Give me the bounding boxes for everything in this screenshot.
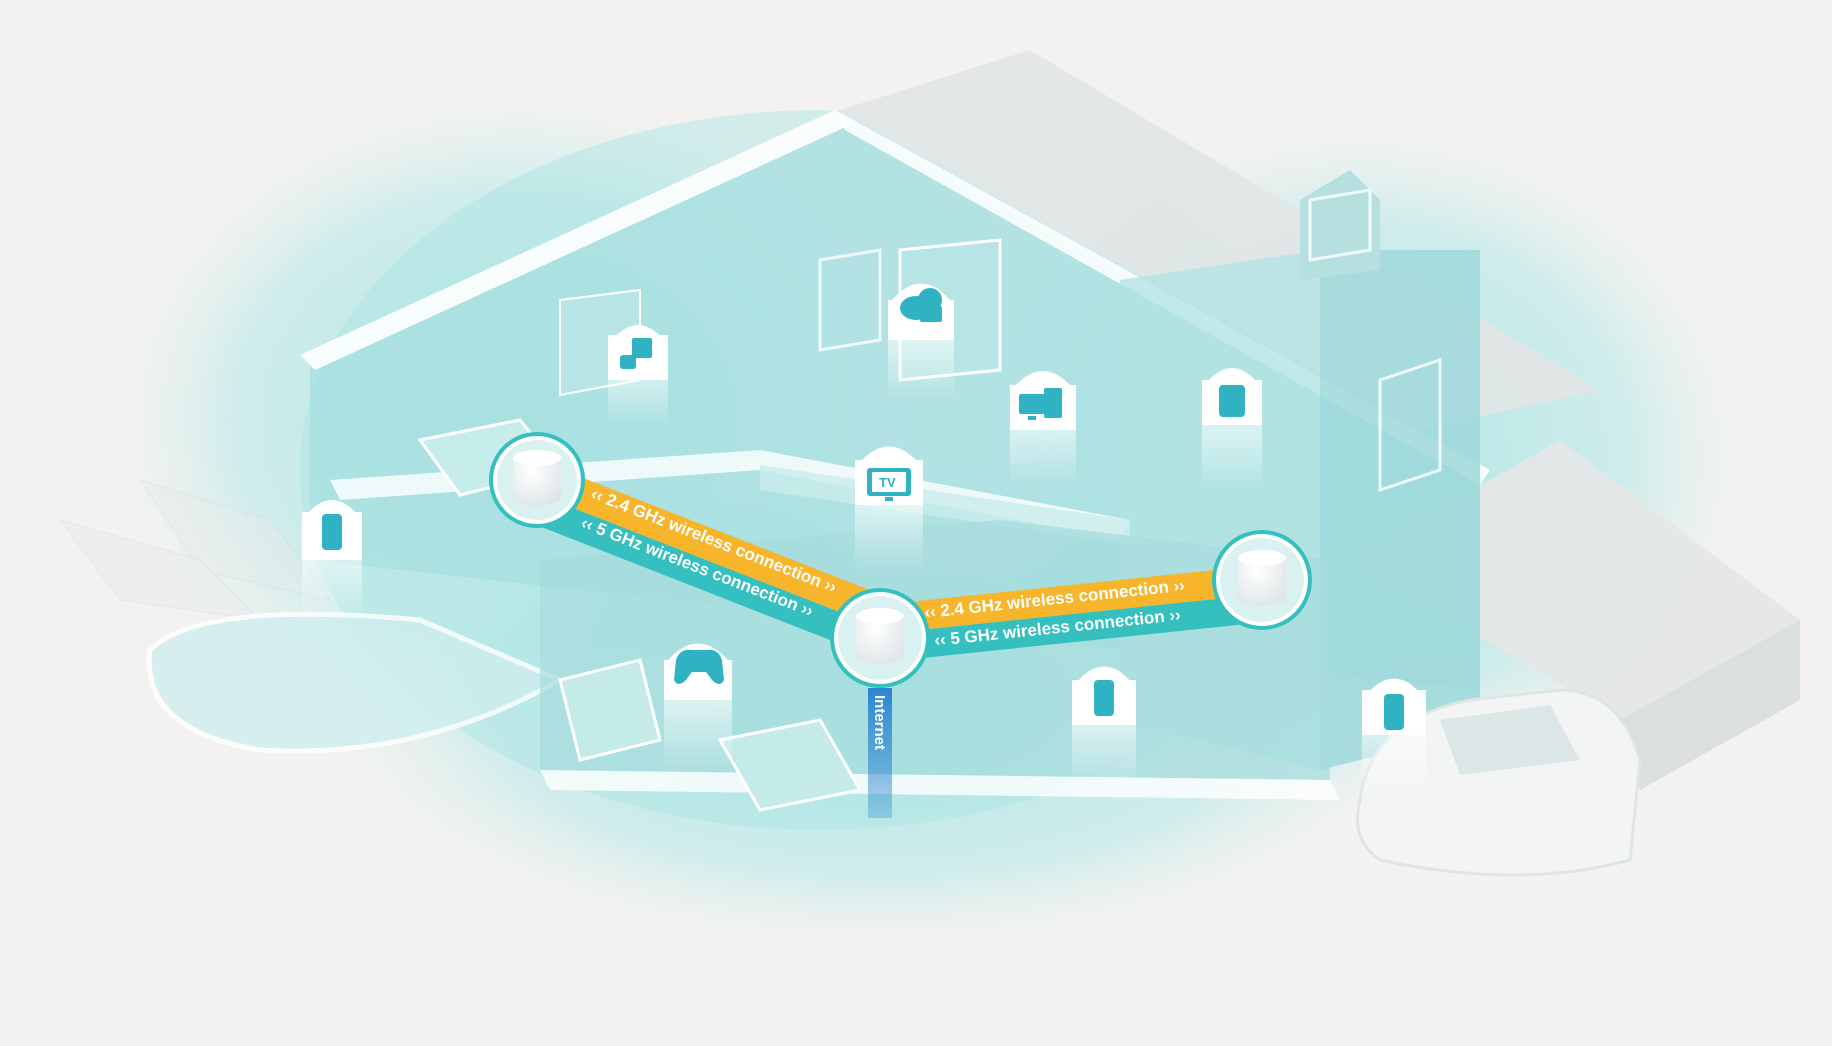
device-smart-home <box>608 325 668 425</box>
link-left-5ghz-band <box>516 490 870 651</box>
device-tablet <box>1202 368 1262 490</box>
device-cloud-storage <box>888 283 954 400</box>
phone-icon <box>1094 680 1114 716</box>
link-left-24ghz-band <box>527 460 880 624</box>
mesh-router-icon <box>856 610 904 664</box>
internet-cable <box>868 688 892 818</box>
internet-label: Internet <box>871 695 888 750</box>
smart-home-icon <box>620 338 652 369</box>
game-controller-icon <box>674 649 724 684</box>
tablet-icon <box>1219 385 1245 417</box>
tv-icon-label: TV <box>879 475 896 490</box>
client-devices: TV <box>302 283 1426 800</box>
device-desktop <box>1010 371 1076 485</box>
link-right-24ghz-band <box>880 565 1264 634</box>
device-tv: TV <box>855 446 923 570</box>
device-phone-garage <box>1362 678 1426 800</box>
link-right-5ghz-band <box>882 594 1266 662</box>
phone-icon <box>322 514 342 550</box>
mesh-unit-right <box>1212 530 1312 630</box>
mesh-router-icon <box>513 452 561 506</box>
device-phone-lower <box>1072 666 1136 790</box>
desktop-icon <box>1019 388 1062 420</box>
cloud-storage-icon <box>900 288 942 322</box>
pool <box>146 611 566 754</box>
mesh-unit-center <box>830 588 930 688</box>
tv-icon: TV <box>867 468 911 501</box>
internet-uplink: Internet <box>868 688 892 818</box>
mesh-router-icon <box>1238 552 1286 606</box>
device-game-console <box>664 643 732 770</box>
device-phone-outdoor <box>302 500 362 622</box>
phone-icon <box>1384 694 1404 730</box>
mesh-unit-left <box>489 432 585 528</box>
